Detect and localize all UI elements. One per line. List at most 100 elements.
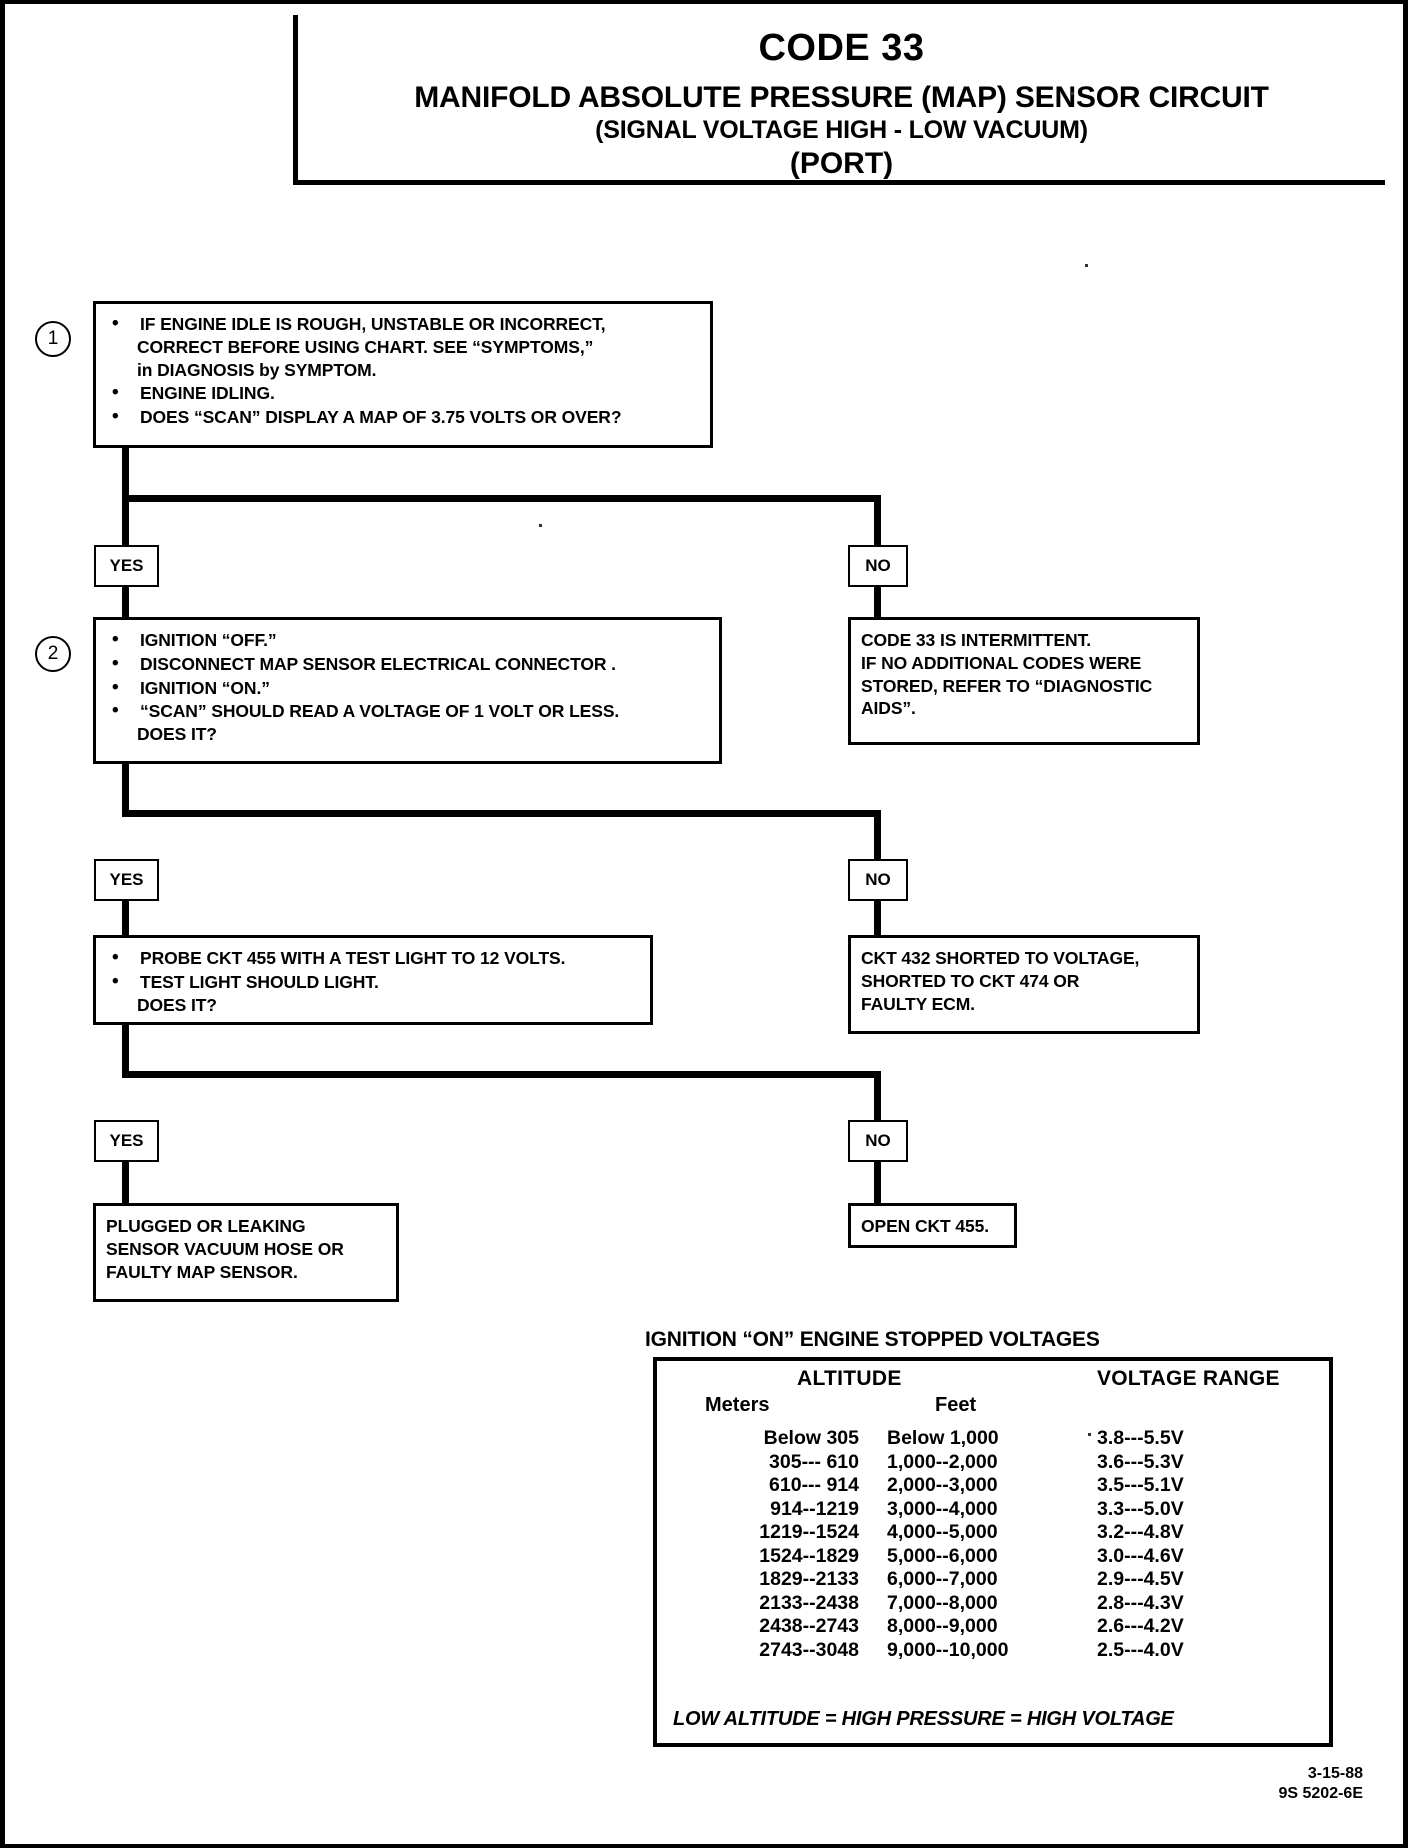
bullet-line: ENGINE IDLING. [140, 383, 275, 404]
cell-feet: 2,000--3,000 [887, 1474, 998, 1496]
cell-meters: 914--1219 [770, 1497, 859, 1520]
list-item: DOES “SCAN” DISPLAY A MAP OF 3.75 VOLTS … [106, 405, 700, 429]
connector-line [874, 1161, 881, 1206]
sub-title: (SIGNAL VOLTAGE HIGH - LOW VACUUM) [595, 115, 1088, 144]
footer-date: 3-15-88 [1307, 1765, 1363, 1782]
cell-meters: 1829--2133 [759, 1568, 859, 1590]
bullet-line: IGNITION “ON.” [140, 677, 270, 698]
cell-meters: Below 305 [763, 1427, 859, 1449]
voltage-table-body: Below 305 Below 1,000 3.8---5.5V 305--- … [657, 1427, 1329, 1662]
scan-speck [1071, 92, 1074, 95]
bullet-line: PROBE CKT 455 WITH A TEST LIGHT TO 12 VO… [140, 948, 566, 968]
cell-volts: 2.9---4.5V [1097, 1568, 1184, 1590]
code-title: CODE 33 [758, 27, 925, 69]
list-item: IGNITION “OFF.” [106, 628, 709, 652]
table-row: 1829--2133 6,000--7,000 2.9---4.5V [657, 1568, 1329, 1592]
list-item: TEST LIGHT SHOULD LIGHT. DOES IT? [106, 970, 640, 1017]
voltage-table: ALTITUDE VOLTAGE RANGE Meters Feet Below… [653, 1357, 1333, 1747]
cell-meters: 2438--2743 [759, 1615, 859, 1637]
cell-feet: 9,000--10,000 [887, 1638, 1009, 1661]
cell-volts: 3.8---5.5V [1097, 1427, 1184, 1449]
connector-line [122, 1161, 129, 1206]
table-row: 610--- 914 2,000--3,000 3.5---5.1V [657, 1474, 1329, 1498]
result-line: SENSOR VACUUM HOSE OR [106, 1238, 344, 1259]
result-line: CODE 33 IS INTERMITTENT. [861, 630, 1091, 650]
connector-line [122, 1071, 881, 1078]
bullet-line: in DIAGNOSIS by SYMPTOM. [137, 359, 377, 380]
connector-line [122, 495, 881, 502]
bullet-line: TEST LIGHT SHOULD LIGHT. [140, 971, 379, 992]
list-item: “SCAN” SHOULD READ A VOLTAGE OF 1 VOLT O… [106, 699, 709, 746]
cell-volts: 3.0---4.6V [1097, 1544, 1184, 1567]
cell-feet: 7,000--8,000 [887, 1591, 998, 1614]
cell-meters: 610--- 914 [769, 1474, 859, 1496]
result-line: OPEN CKT 455. [861, 1216, 990, 1236]
table-row: 1219--1524 4,000--5,000 3.2---4.8V [657, 1521, 1329, 1545]
scan-speck [1088, 1433, 1091, 1436]
cell-volts: 2.5---4.0V [1097, 1638, 1184, 1661]
step-3-box: PROBE CKT 455 WITH A TEST LIGHT TO 12 VO… [93, 935, 653, 1025]
column-group-altitude: ALTITUDE [797, 1367, 902, 1390]
cell-meters: 2743--3048 [759, 1638, 859, 1661]
cell-feet: 3,000--4,000 [887, 1497, 998, 1520]
column-header-voltage-range: VOLTAGE RANGE [1097, 1367, 1280, 1390]
main-title: MANIFOLD ABSOLUTE PRESSURE (MAP) SENSOR … [414, 80, 1269, 114]
table-row: 914--1219 3,000--4,000 3.3---5.0V [657, 1498, 1329, 1522]
cell-meters: 305--- 610 [769, 1450, 859, 1473]
result-line: FAULTY MAP SENSOR. [106, 1261, 298, 1282]
table-row: 1524--1829 5,000--6,000 3.0---4.6V [657, 1545, 1329, 1569]
result-open455-box: OPEN CKT 455. [848, 1203, 1017, 1248]
cell-meters: 2133--2438 [759, 1591, 859, 1614]
step-number-1: 1 [35, 321, 71, 357]
step-3-bullets: PROBE CKT 455 WITH A TEST LIGHT TO 12 VO… [106, 946, 640, 1017]
connector-line [874, 1071, 881, 1123]
step-number-2: 2 [35, 636, 71, 672]
bullet-line: DOES IT? [137, 724, 217, 744]
list-item: PROBE CKT 455 WITH A TEST LIGHT TO 12 VO… [106, 946, 640, 970]
step-2-box: IGNITION “OFF.” DISCONNECT MAP SENSOR EL… [93, 617, 722, 764]
cell-feet: 5,000--6,000 [887, 1544, 998, 1567]
connector-line [874, 495, 881, 547]
bullet-line: “SCAN” SHOULD READ A VOLTAGE OF 1 VOLT O… [140, 701, 620, 722]
result-line: AIDS”. [861, 698, 916, 719]
cell-volts: 3.6---5.3V [1097, 1450, 1184, 1473]
step-2-bullets: IGNITION “OFF.” DISCONNECT MAP SENSOR EL… [106, 628, 709, 746]
connector-line [122, 495, 129, 548]
bullet-line: IF ENGINE IDLE IS ROUGH, UNSTABLE OR INC… [140, 314, 606, 334]
result-line: PLUGGED OR LEAKING [106, 1216, 306, 1236]
list-item: IF ENGINE IDLE IS ROUGH, UNSTABLE OR INC… [106, 312, 700, 381]
cell-volts: 3.2---4.8V [1097, 1521, 1184, 1543]
connector-line [122, 764, 129, 817]
footer: 3-15-88 9S 5202-6E [1278, 1764, 1363, 1804]
result-ckt432-box: CKT 432 SHORTED TO VOLTAGE, SHORTED TO C… [848, 935, 1200, 1034]
cell-volts: 2.6---4.2V [1097, 1615, 1184, 1637]
connector-line [874, 900, 881, 937]
result-line: IF NO ADDITIONAL CODES WERE [861, 652, 1142, 673]
result-line: SHORTED TO CKT 474 OR [861, 970, 1080, 991]
bullet-line: IGNITION “OFF.” [140, 630, 277, 650]
table-row: 2438--2743 8,000--9,000 2.6---4.2V [657, 1615, 1329, 1639]
table-row: 305--- 610 1,000--2,000 3.6---5.3V [657, 1451, 1329, 1475]
title-block: CODE 33 MANIFOLD ABSOLUTE PRESSURE (MAP)… [293, 15, 1385, 185]
cell-meters: 1524--1829 [759, 1544, 859, 1567]
column-header-feet: Feet [935, 1394, 977, 1416]
bullet-line: DOES “SCAN” DISPLAY A MAP OF 3.75 VOLTS … [140, 407, 622, 427]
voltage-table-header-row: ALTITUDE VOLTAGE RANGE Meters Feet [657, 1361, 1329, 1423]
cell-meters: 1219--1524 [759, 1521, 859, 1543]
bullet-line: CORRECT BEFORE USING CHART. SEE “SYMPTOM… [137, 336, 594, 357]
result-line: FAULTY ECM. [861, 993, 975, 1014]
result-line: CKT 432 SHORTED TO VOLTAGE, [861, 948, 1140, 968]
voltage-table-heading: IGNITION “ON” ENGINE STOPPED VOLTAGES [645, 1328, 1100, 1351]
port-title: (PORT) [789, 146, 894, 180]
list-item: IGNITION “ON.” [106, 676, 709, 700]
cell-volts: 3.3---5.0V [1097, 1497, 1184, 1520]
scan-speck [1085, 264, 1088, 267]
voltage-table-footnote: LOW ALTITUDE = HIGH PRESSURE = HIGH VOLT… [673, 1708, 1174, 1730]
connector-line [122, 448, 129, 502]
result-intermittent-box: CODE 33 IS INTERMITTENT. IF NO ADDITIONA… [848, 617, 1200, 745]
branch-label-no-2: NO [848, 859, 908, 901]
connector-line [122, 586, 129, 619]
result-plugged-box: PLUGGED OR LEAKING SENSOR VACUUM HOSE OR… [93, 1203, 399, 1302]
cell-volts: 3.5---5.1V [1097, 1474, 1184, 1496]
